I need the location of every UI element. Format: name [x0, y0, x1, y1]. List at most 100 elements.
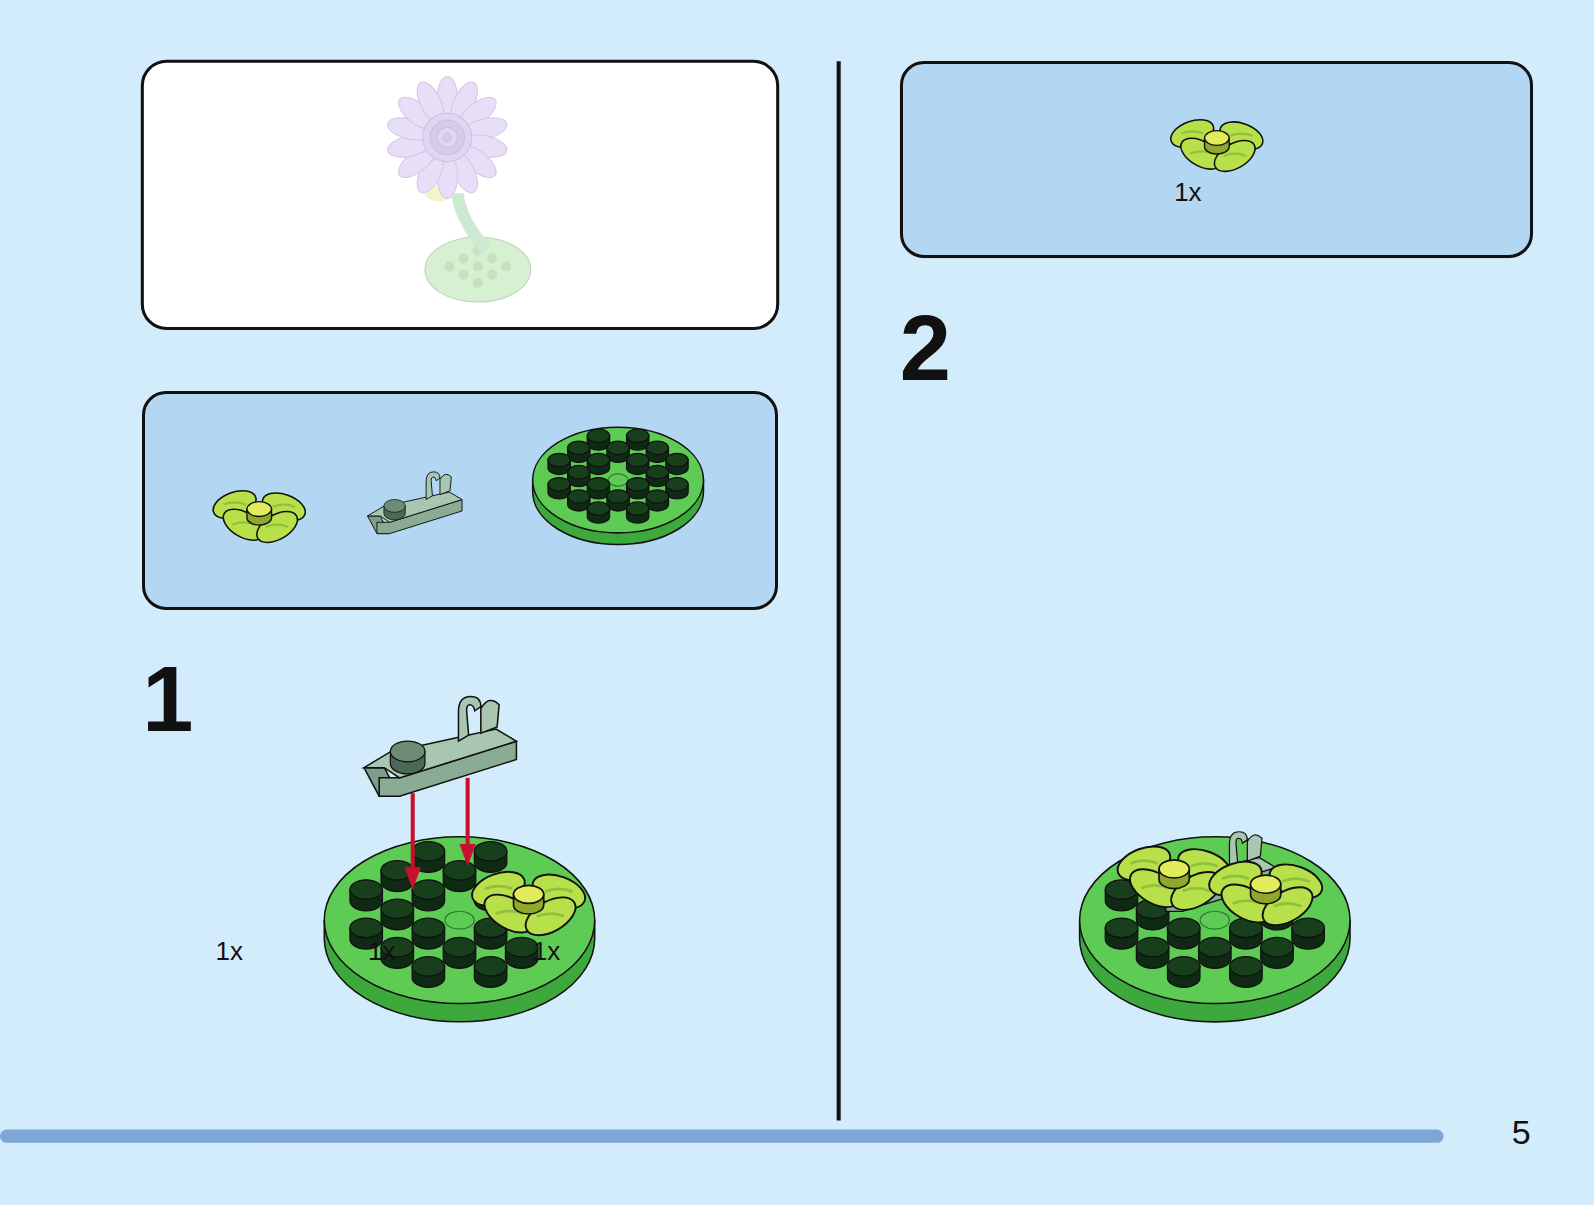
stud-top: [548, 478, 570, 491]
preview-center: [430, 120, 465, 155]
preview-box: [142, 61, 777, 328]
stud-top: [1251, 875, 1281, 893]
stud-top: [443, 861, 476, 881]
part-count: 1x: [1174, 179, 1201, 205]
step-number: 1: [142, 653, 193, 745]
preview-stud: [501, 261, 511, 271]
clip: [458, 697, 499, 742]
preview-flower: [386, 76, 531, 302]
page-number: 5: [1512, 1115, 1531, 1149]
stud-top: [1167, 957, 1200, 977]
stud-top: [646, 490, 668, 503]
stud-top: [443, 937, 476, 957]
stud-top: [666, 478, 688, 491]
leaf-vein: [1282, 879, 1309, 882]
leaf-vein: [1274, 903, 1301, 906]
plate-top: [1080, 837, 1350, 1004]
bricks-over-panels: [209, 114, 1266, 548]
stud-top: [350, 918, 383, 938]
leaf-piece: [467, 865, 589, 943]
red-arrow-shaft: [411, 793, 415, 871]
step-number: 2: [900, 302, 951, 394]
stud-top: [548, 453, 570, 466]
leaf-vein: [1191, 863, 1218, 866]
stud-top: [412, 957, 445, 977]
stud-top: [1105, 918, 1138, 938]
stud-top: [627, 478, 649, 491]
leaf-vein: [273, 505, 295, 507]
plate-hole: [445, 911, 474, 929]
plate-top: [533, 427, 704, 533]
leaf-vein: [1224, 154, 1246, 156]
red-arrow-head: [459, 844, 475, 866]
stud-top: [412, 842, 445, 862]
parts-panel: 1x: [900, 61, 1533, 258]
stud-top: [627, 453, 649, 466]
preview-stud: [487, 270, 497, 280]
stud-top: [350, 880, 383, 900]
leaf-piece: [1167, 114, 1267, 177]
stud-top: [568, 465, 590, 478]
stud-top: [384, 499, 405, 512]
stud-top: [381, 899, 414, 919]
stud-top: [587, 429, 609, 442]
stud-top: [587, 453, 609, 466]
bottom-bar: [0, 1130, 1444, 1143]
red-arrow-shaft: [466, 778, 470, 848]
plate-top: [364, 729, 516, 778]
stud-top: [247, 502, 272, 517]
stud-top: [587, 502, 609, 515]
panel-fill: [900, 61, 1533, 258]
stud-top: [1136, 937, 1169, 957]
clip-plate: [367, 472, 462, 534]
stud-top: [412, 880, 445, 900]
leaf-vein: [223, 502, 245, 504]
stud-top: [1261, 937, 1294, 957]
part-count: 1x: [368, 938, 395, 964]
preview-stud: [473, 278, 483, 288]
preview-stud: [458, 253, 468, 263]
preview-center: [443, 133, 451, 141]
stud-top: [646, 465, 668, 478]
leaf-vein: [545, 889, 572, 892]
clip: [426, 472, 451, 500]
plate-top: [324, 837, 594, 1004]
preview-center: [437, 127, 457, 147]
stud-top: [627, 502, 649, 515]
stud-top: [1167, 918, 1200, 938]
stud-top: [412, 918, 445, 938]
stud-top: [568, 490, 590, 503]
stud-top: [646, 441, 668, 454]
red-arrow-head: [405, 867, 421, 889]
stud-top: [568, 441, 590, 454]
leaf-vein: [1181, 131, 1203, 133]
stud-top: [1199, 937, 1232, 957]
stud-top: [666, 453, 688, 466]
preview-center: [423, 113, 472, 162]
leaf-vein: [1182, 888, 1209, 891]
preview-stem: [457, 193, 485, 249]
stud-top: [474, 842, 507, 862]
preview-stud: [458, 270, 468, 280]
part-count: 1x: [216, 938, 243, 964]
leaf-vein: [1230, 134, 1252, 136]
divider-line: [837, 61, 841, 1120]
stud-top: [474, 957, 507, 977]
stud-top: [627, 429, 649, 442]
part-count: 1x: [533, 938, 560, 964]
stud-top: [1230, 957, 1263, 977]
stud-top: [390, 741, 425, 762]
preview-stud: [473, 261, 483, 271]
plate-hole: [1200, 911, 1229, 929]
parts-panel: 1x1x1x: [142, 391, 777, 610]
stud-top: [1292, 918, 1325, 938]
leaf-piece: [209, 485, 309, 548]
stud-top: [514, 885, 544, 903]
plate-hole: [608, 474, 628, 486]
preview-stud: [444, 261, 454, 271]
leaf-vein: [537, 914, 564, 917]
stud-top: [607, 490, 629, 503]
